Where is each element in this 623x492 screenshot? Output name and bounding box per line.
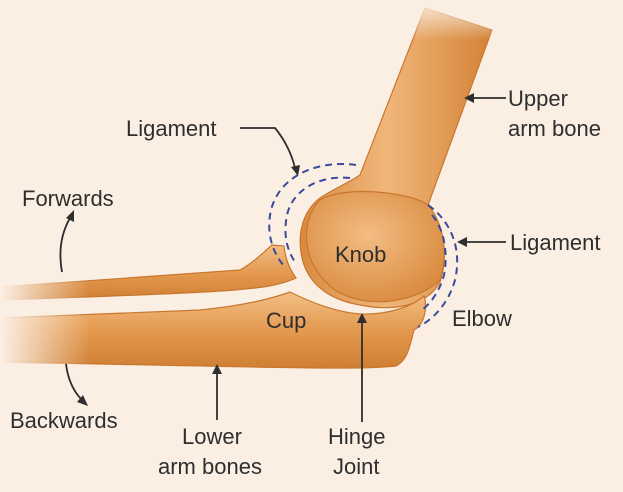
forwards-arrow [66,210,74,222]
label-hinge-joint-line2: Joint [333,454,379,479]
hinge-joint-arrow [357,313,367,323]
ligament-arc-left-inner [284,176,351,263]
upper-arm-bone [299,0,520,309]
backwards-arrow [77,395,88,406]
label-lower-arm-bones-line2: arm bones [158,454,262,479]
lower-arm-bones-arrow [212,364,222,374]
label-upper-arm-bone-line1: Upper [508,86,568,111]
label-cup: Cup [266,308,306,333]
label-upper-arm-bone-line2: arm bone [508,116,601,141]
forwards-leader [59,217,71,273]
ligament-arc-right-outer [417,204,459,328]
lower-forearm-bone [0,291,427,369]
label-forwards: Forwards [22,186,114,211]
label-hinge-joint-line1: Hinge [328,424,385,449]
backwards-leader [65,363,83,401]
label-ligament-left: Ligament [126,116,217,141]
ligament-right-arrow [457,237,467,247]
ligament-arc-right-inner [419,214,447,313]
ligament-arc-left-outer [268,163,357,267]
upper-arm-bone-arrow [464,93,474,103]
humerus-knob [305,190,445,303]
label-knob: Knob [335,242,386,267]
label-elbow: Elbow [452,306,512,331]
label-lower-arm-bones-line1: Lower [182,424,242,449]
label-ligament-right: Ligament [510,230,601,255]
label-backwards: Backwards [10,408,118,433]
ligament-left-leader [240,127,296,169]
ligament-left-arrow [291,165,300,176]
